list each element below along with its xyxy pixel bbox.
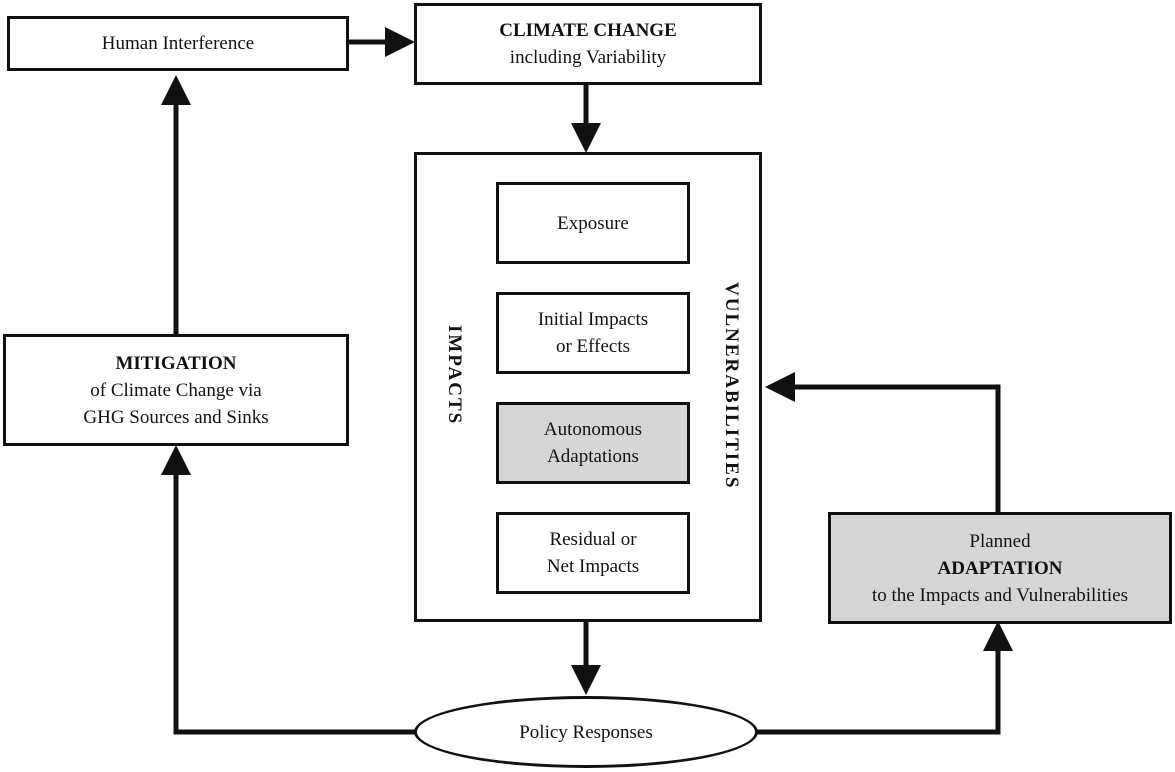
exposure-label: Exposure xyxy=(557,212,629,234)
human-interference-box: Human Interference xyxy=(7,16,349,71)
arrow-planned-to-vulnerabilities xyxy=(765,372,1001,514)
mitigation-title: MITIGATION xyxy=(115,352,237,374)
policy-responses-label: Policy Responses xyxy=(519,721,653,743)
mitigation-box: MITIGATION of Climate Change via GHG Sou… xyxy=(3,334,349,446)
planned-title: ADAPTATION xyxy=(937,557,1063,579)
vulnerabilities-vertical-label: VULNERABILITIES xyxy=(721,282,742,490)
climate-change-title: CLIMATE CHANGE xyxy=(499,20,677,41)
initial-impacts-box: Initial Impacts or Effects xyxy=(496,292,690,374)
policy-responses-ellipse: Policy Responses xyxy=(414,696,758,768)
initial-impacts-line1: Initial Impacts xyxy=(537,309,649,330)
mitigation-line1: of Climate Change via xyxy=(90,379,262,401)
exposure-box: Exposure xyxy=(496,182,690,264)
residual-impacts-box: Residual or Net Impacts xyxy=(496,512,690,594)
residual-line2: Net Impacts xyxy=(546,556,640,577)
human-interference-label: Human Interference xyxy=(101,33,255,54)
residual-line1: Residual or xyxy=(549,529,637,550)
climate-change-subtitle: including Variability xyxy=(509,47,667,68)
climate-change-box: CLIMATE CHANGE including Variability xyxy=(414,3,762,85)
mitigation-line2: GHG Sources and Sinks xyxy=(83,406,269,428)
autonomous-line2: Adaptations xyxy=(547,446,639,467)
planned-line2: to the Impacts and Vulnerabilities xyxy=(872,584,1128,606)
planned-adaptation-box: Planned ADAPTATION to the Impacts and Vu… xyxy=(828,512,1172,624)
impacts-vertical-label: IMPACTS xyxy=(444,325,465,426)
autonomous-adaptations-box: Autonomous Adaptations xyxy=(496,402,690,484)
arrow-policy-to-mitigation xyxy=(161,445,416,735)
autonomous-line1: Autonomous xyxy=(543,419,643,440)
arrow-policy-to-planned xyxy=(756,621,1013,735)
initial-impacts-line2: or Effects xyxy=(555,336,631,357)
planned-line1: Planned xyxy=(969,530,1031,552)
